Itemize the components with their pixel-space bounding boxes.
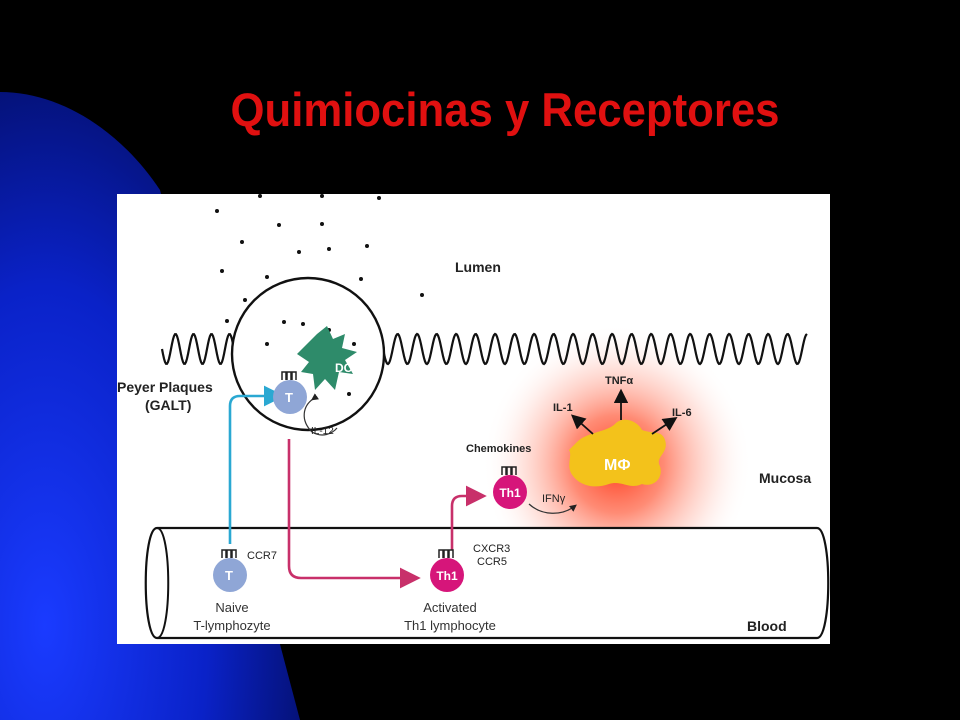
il12-curve-arrow [303, 393, 338, 436]
il1-label: IL-1 [553, 402, 573, 414]
chemokines-label: Chemokines [466, 443, 531, 455]
mucosa-label: Mucosa [759, 470, 811, 486]
th1-cell-blood [430, 558, 464, 592]
naive-caption-line1: Naive [215, 600, 248, 615]
receptor-icon [221, 549, 237, 558]
dc-label: DC [335, 361, 353, 375]
blood-vessel [144, 526, 830, 640]
cxcr3-label: CXCR3 [473, 543, 510, 555]
peyer-label-line1: Peyer Plaques [117, 379, 213, 395]
naive-caption-line2: T-lymphozyte [193, 618, 270, 633]
activated-caption-line2: Th1 lymphocyte [404, 618, 496, 633]
diagram-canvas: DC T IL-12 T CCR7 Naive T-lymphozyte Th1… [117, 194, 830, 640]
th1-cell-mucosa [493, 475, 527, 509]
lumen-label: Lumen [455, 259, 501, 275]
macrophage-label: MΦ [604, 457, 630, 474]
il6-arrow [651, 417, 678, 435]
ifn-curve-arrow [528, 503, 577, 514]
vessel-left-rim [156, 527, 170, 639]
il12-label: IL-12 [311, 426, 334, 437]
t-cell-galt [273, 380, 307, 414]
il1-arrow [570, 414, 594, 435]
peyer-label-line2: (GALT) [145, 397, 191, 413]
t-cell-naive [213, 558, 247, 592]
ccr5-label: CCR5 [477, 556, 507, 568]
diagram-figure: DC T IL-12 T CCR7 Naive T-lymphozyte Th1… [117, 194, 830, 644]
il6-label: IL-6 [672, 407, 692, 419]
receptor-icon [501, 466, 517, 475]
slide-title: Quimiocinas y Receptores [230, 83, 780, 136]
ifn-label: IFNγ [542, 493, 566, 505]
naive-t-migration-arrow [228, 385, 285, 544]
epithelium-wave [160, 332, 808, 366]
th1-blood-label: Th1 [436, 569, 458, 583]
tnf-label: TNFα [605, 375, 633, 387]
blood-label: Blood [747, 618, 787, 634]
th1-extravasation-arrow [450, 485, 487, 550]
t-galt-label: T [285, 390, 293, 405]
receptor-icon [438, 549, 454, 558]
activated-t-migration-arrow [287, 439, 421, 589]
macrophage [569, 419, 666, 487]
dendritic-cell [297, 326, 357, 390]
activated-caption-line1: Activated [423, 600, 476, 615]
th1-mucosa-label: Th1 [499, 486, 521, 500]
receptor-icon [281, 371, 297, 380]
t-naive-label: T [225, 568, 233, 583]
ccr7-label: CCR7 [247, 550, 277, 562]
